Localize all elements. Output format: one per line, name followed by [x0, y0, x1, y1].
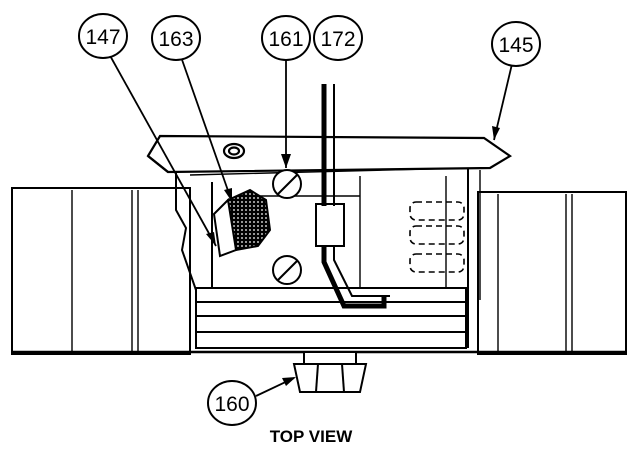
callout-160: 160: [207, 380, 257, 426]
callout-161: 161: [261, 15, 311, 61]
left-panel: [11, 187, 191, 355]
svg-text:163: 163: [158, 28, 193, 51]
svg-text:145: 145: [498, 34, 533, 57]
callout-145: 145: [491, 21, 541, 67]
wire-leads: [321, 84, 390, 309]
switch-block: [211, 176, 468, 289]
terminal-screw-lower: [272, 255, 302, 285]
actuator-pad: [212, 188, 272, 258]
svg-text:160: 160: [214, 393, 249, 416]
callout-172: 172: [313, 15, 363, 61]
mounting-nut: [292, 351, 368, 393]
leader-lines: [107, 51, 513, 397]
leader-arrowheads: [206, 126, 500, 386]
hidden-springs: [409, 201, 465, 273]
cover-plate: [146, 134, 513, 174]
svg-text:147: 147: [85, 26, 120, 49]
terminal-screw-upper: [272, 169, 302, 199]
callout-147: 147: [78, 13, 128, 59]
view-caption: TOP VIEW: [270, 427, 353, 446]
right-panel: [477, 191, 627, 355]
svg-text:172: 172: [320, 28, 355, 51]
callout-163: 163: [151, 15, 201, 61]
svg-text:161: 161: [268, 28, 303, 51]
